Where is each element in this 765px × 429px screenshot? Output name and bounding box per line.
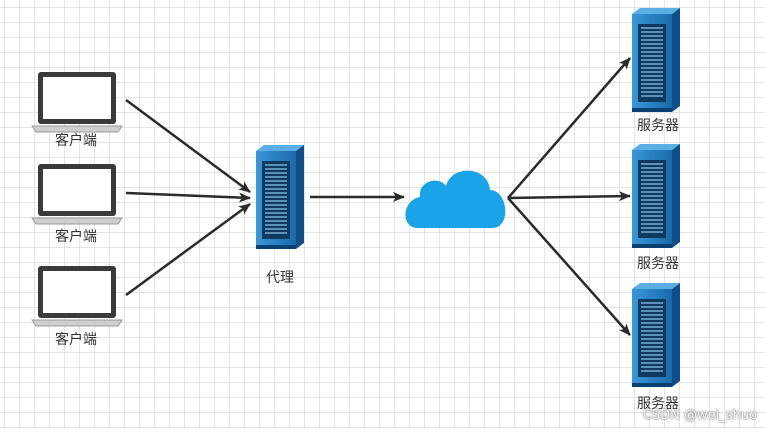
edge-cloud-server2 — [507, 191, 631, 202]
server-rack-icon — [631, 282, 681, 388]
server-rack-icon — [631, 7, 681, 113]
edge-client1-proxy — [125, 98, 251, 194]
client-label: 客户端 — [55, 133, 97, 149]
edge-client2-proxy — [125, 191, 251, 203]
client-label: 客户端 — [55, 229, 97, 245]
edges-clients-to-proxy — [125, 98, 251, 297]
laptop-icon — [31, 163, 123, 225]
edges-cloud-to-servers — [507, 57, 631, 336]
server-label: 服务器 — [637, 256, 679, 272]
laptop-icon — [31, 71, 123, 133]
server-label: 服务器 — [637, 396, 679, 412]
edge-client3-proxy — [125, 202, 251, 297]
server-rack-icon — [255, 144, 305, 250]
watermark: CSDN @wei_shuo — [642, 408, 757, 423]
laptop-icon — [31, 265, 123, 327]
server-label: 服务器 — [637, 118, 679, 134]
proxy-label: 代理 — [266, 270, 294, 286]
client-label: 客户端 — [55, 332, 97, 348]
server-rack-icon — [631, 143, 681, 249]
edge-cloud-server3 — [507, 197, 631, 336]
edge-cloud-server1 — [507, 57, 631, 199]
cloud-icon — [405, 170, 506, 228]
